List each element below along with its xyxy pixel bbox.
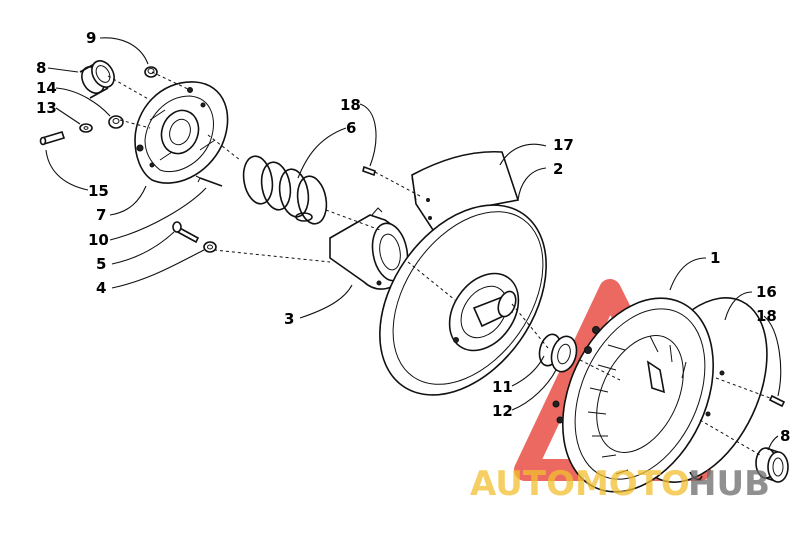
callout-8-bottom: 8 [780,427,790,445]
callout-2: 2 [553,160,563,178]
bushing-part-8-bottom [755,447,789,483]
callout-14: 14 [36,79,57,97]
watermark-automoto: AUTOMOTO [470,464,690,504]
callout-3: 3 [284,310,294,328]
callout-15: 15 [88,182,109,200]
callout-16: 16 [756,283,777,301]
callout-13: 13 [36,99,57,117]
callout-5: 5 [96,255,106,273]
callout-18-right: 18 [756,307,777,325]
sheave-part-2 [379,204,547,396]
callout-10: 10 [88,231,109,249]
callout-6: 6 [346,119,356,137]
callout-9: 9 [86,29,96,47]
screw-part-18-top [362,165,376,177]
cam-helix-part-3 [329,207,409,290]
nut-part-9 [144,66,158,78]
watermark-text: AUTOMOTO HUB [470,464,770,504]
callout-8-top: 8 [36,59,46,77]
callout-labels: 9 8 14 13 15 7 10 5 4 3 6 18 17 2 1 16 1… [36,29,790,445]
assembly-axis-lines [107,71,771,456]
washer-part-13 [79,123,93,133]
callout-18-top: 18 [340,96,361,114]
bushing-part-14 [108,115,124,129]
callout-11: 11 [492,378,513,396]
movable-sheave-part-1 [552,297,715,493]
washer-part-4 [203,241,217,253]
bushing-part-8-top [79,60,115,99]
spring-part-6 [242,155,328,225]
callout-4: 4 [96,279,106,297]
callout-7: 7 [96,206,106,224]
callout-17: 17 [553,136,574,154]
leader-lines [45,37,782,451]
bolt-part-5 [172,221,200,244]
callout-12: 12 [492,402,513,420]
screw-part-18-right [768,394,786,408]
pin-part-15 [39,131,66,146]
cover-plate-assembly [134,81,229,187]
washers-part-11-12 [538,333,578,373]
callout-1: 1 [710,249,720,267]
watermark-hub: HUB [688,464,770,504]
